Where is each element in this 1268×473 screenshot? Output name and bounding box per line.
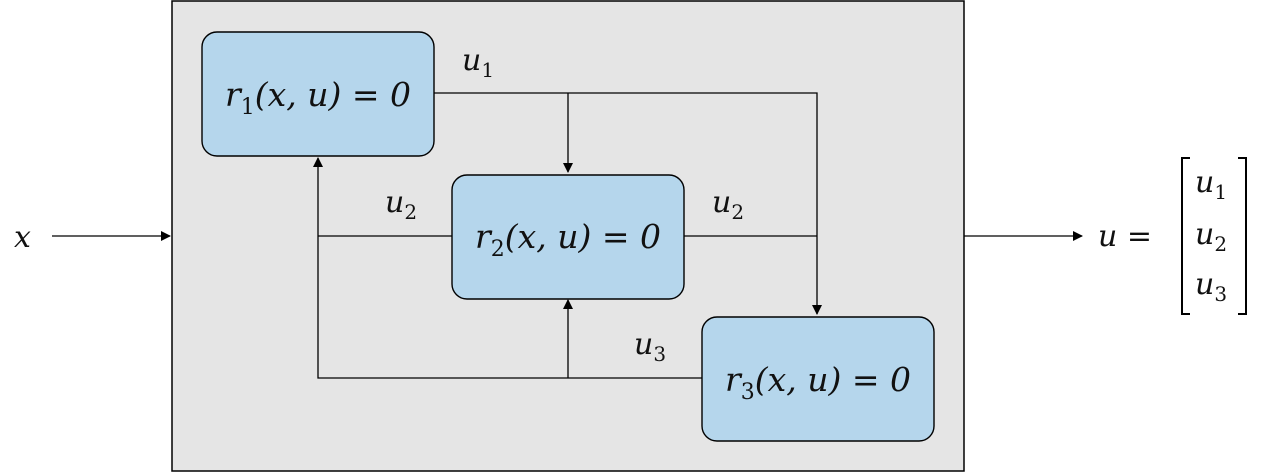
u3-to-r1-line bbox=[313, 157, 702, 379]
vector-right-bracket bbox=[1238, 157, 1247, 315]
block-r2: r2(x, u) = 0 bbox=[451, 174, 685, 300]
vector-entry-u2: u2 bbox=[1195, 217, 1227, 256]
svg-text:r2(x, u) = 0: r2(x, u) = 0 bbox=[475, 217, 661, 262]
signal-label-u2-right: u2 bbox=[712, 185, 744, 224]
svg-text:r1(x, u) = 0: r1(x, u) = 0 bbox=[225, 75, 411, 120]
block-r1: r1(x, u) = 0 bbox=[201, 31, 435, 157]
vector-left-bracket bbox=[1181, 157, 1190, 315]
block-r3: r3(x, u) = 0 bbox=[701, 316, 935, 442]
vector-entry-u3: u3 bbox=[1195, 267, 1227, 306]
output-lhs: u = bbox=[1098, 219, 1152, 254]
signal-label-u1: u1 bbox=[462, 43, 494, 82]
u1-to-r3-line bbox=[434, 92, 822, 315]
vector-entry-u1: u1 bbox=[1195, 165, 1227, 204]
input-label: x bbox=[14, 220, 31, 255]
svg-text:r3(x, u) = 0: r3(x, u) = 0 bbox=[725, 360, 911, 405]
signal-label-u3: u3 bbox=[634, 327, 666, 366]
signal-label-u2-left: u2 bbox=[385, 185, 417, 224]
